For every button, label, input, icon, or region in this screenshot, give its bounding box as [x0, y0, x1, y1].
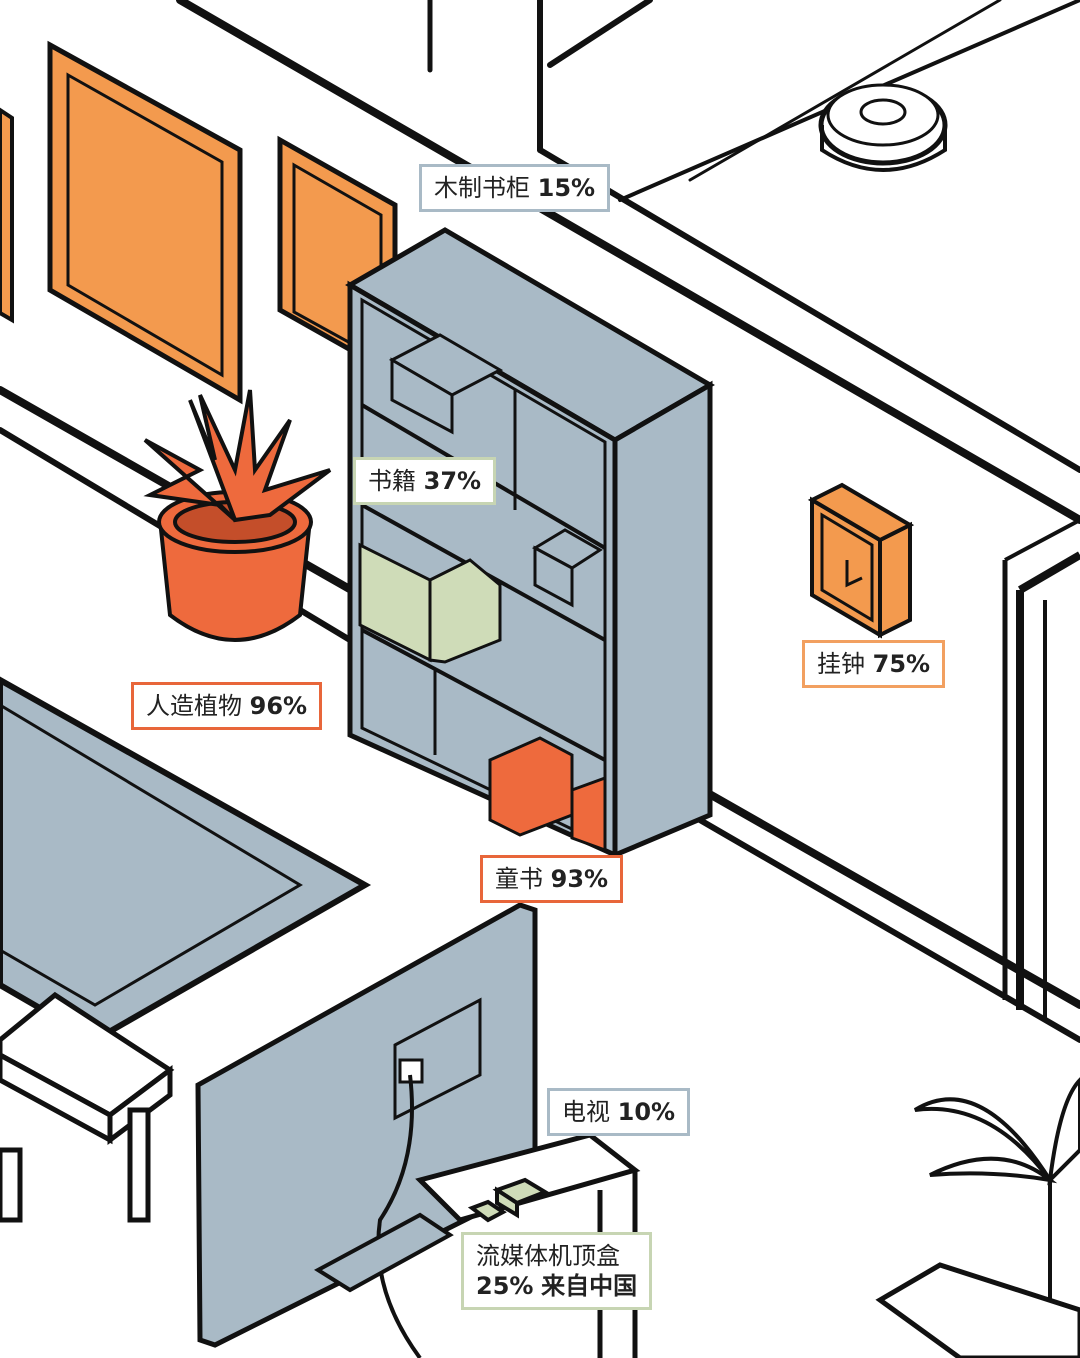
coffee-table — [875, 1262, 1080, 1358]
bookcase-label-pct: 15% — [537, 174, 596, 202]
bookcase-label-name: 木制书柜 — [434, 174, 530, 202]
books-label-pct: 37% — [423, 467, 482, 495]
books-label-name: 书籍 — [368, 467, 416, 495]
door-frame — [1002, 518, 1080, 1020]
tv-label: 电视 10% — [547, 1088, 691, 1136]
clock-label-name: 挂钟 — [817, 650, 865, 678]
tv-label-pct: 10% — [617, 1098, 676, 1126]
books-label: 书籍 37% — [353, 457, 497, 505]
streaming-box-label-name: 流媒体机顶盒 — [476, 1242, 620, 1270]
plant-illustration — [143, 389, 332, 642]
floor-rug — [0, 676, 372, 1044]
kids-books-label: 童书 93% — [480, 855, 624, 903]
side-table — [0, 991, 175, 1223]
clock-label: 挂钟 75% — [802, 640, 946, 688]
bookcase-label: 木制书柜 15% — [419, 164, 611, 212]
streaming-box-illustration — [467, 1177, 550, 1223]
plant-label-name: 人造植物 — [146, 692, 242, 720]
kids-books-label-pct: 93% — [550, 865, 609, 893]
tv-label-name: 电视 — [562, 1098, 610, 1126]
kids-books-label-name: 童书 — [495, 865, 543, 893]
wall-frames — [0, 40, 398, 405]
plant-label-pct: 96% — [249, 692, 308, 720]
streaming-box-label-pct: 25% — [476, 1272, 534, 1300]
clock-illustration — [807, 482, 915, 639]
bookcase-illustration — [345, 227, 715, 859]
streaming-box-label: 流媒体机顶盒 25% 来自中国 — [461, 1232, 653, 1310]
clock-label-pct: 75% — [872, 650, 931, 678]
robot-vacuum — [818, 83, 948, 172]
plant-label: 人造植物 96% — [131, 682, 323, 730]
streaming-box-label-origin: 来自中国 — [541, 1272, 638, 1300]
